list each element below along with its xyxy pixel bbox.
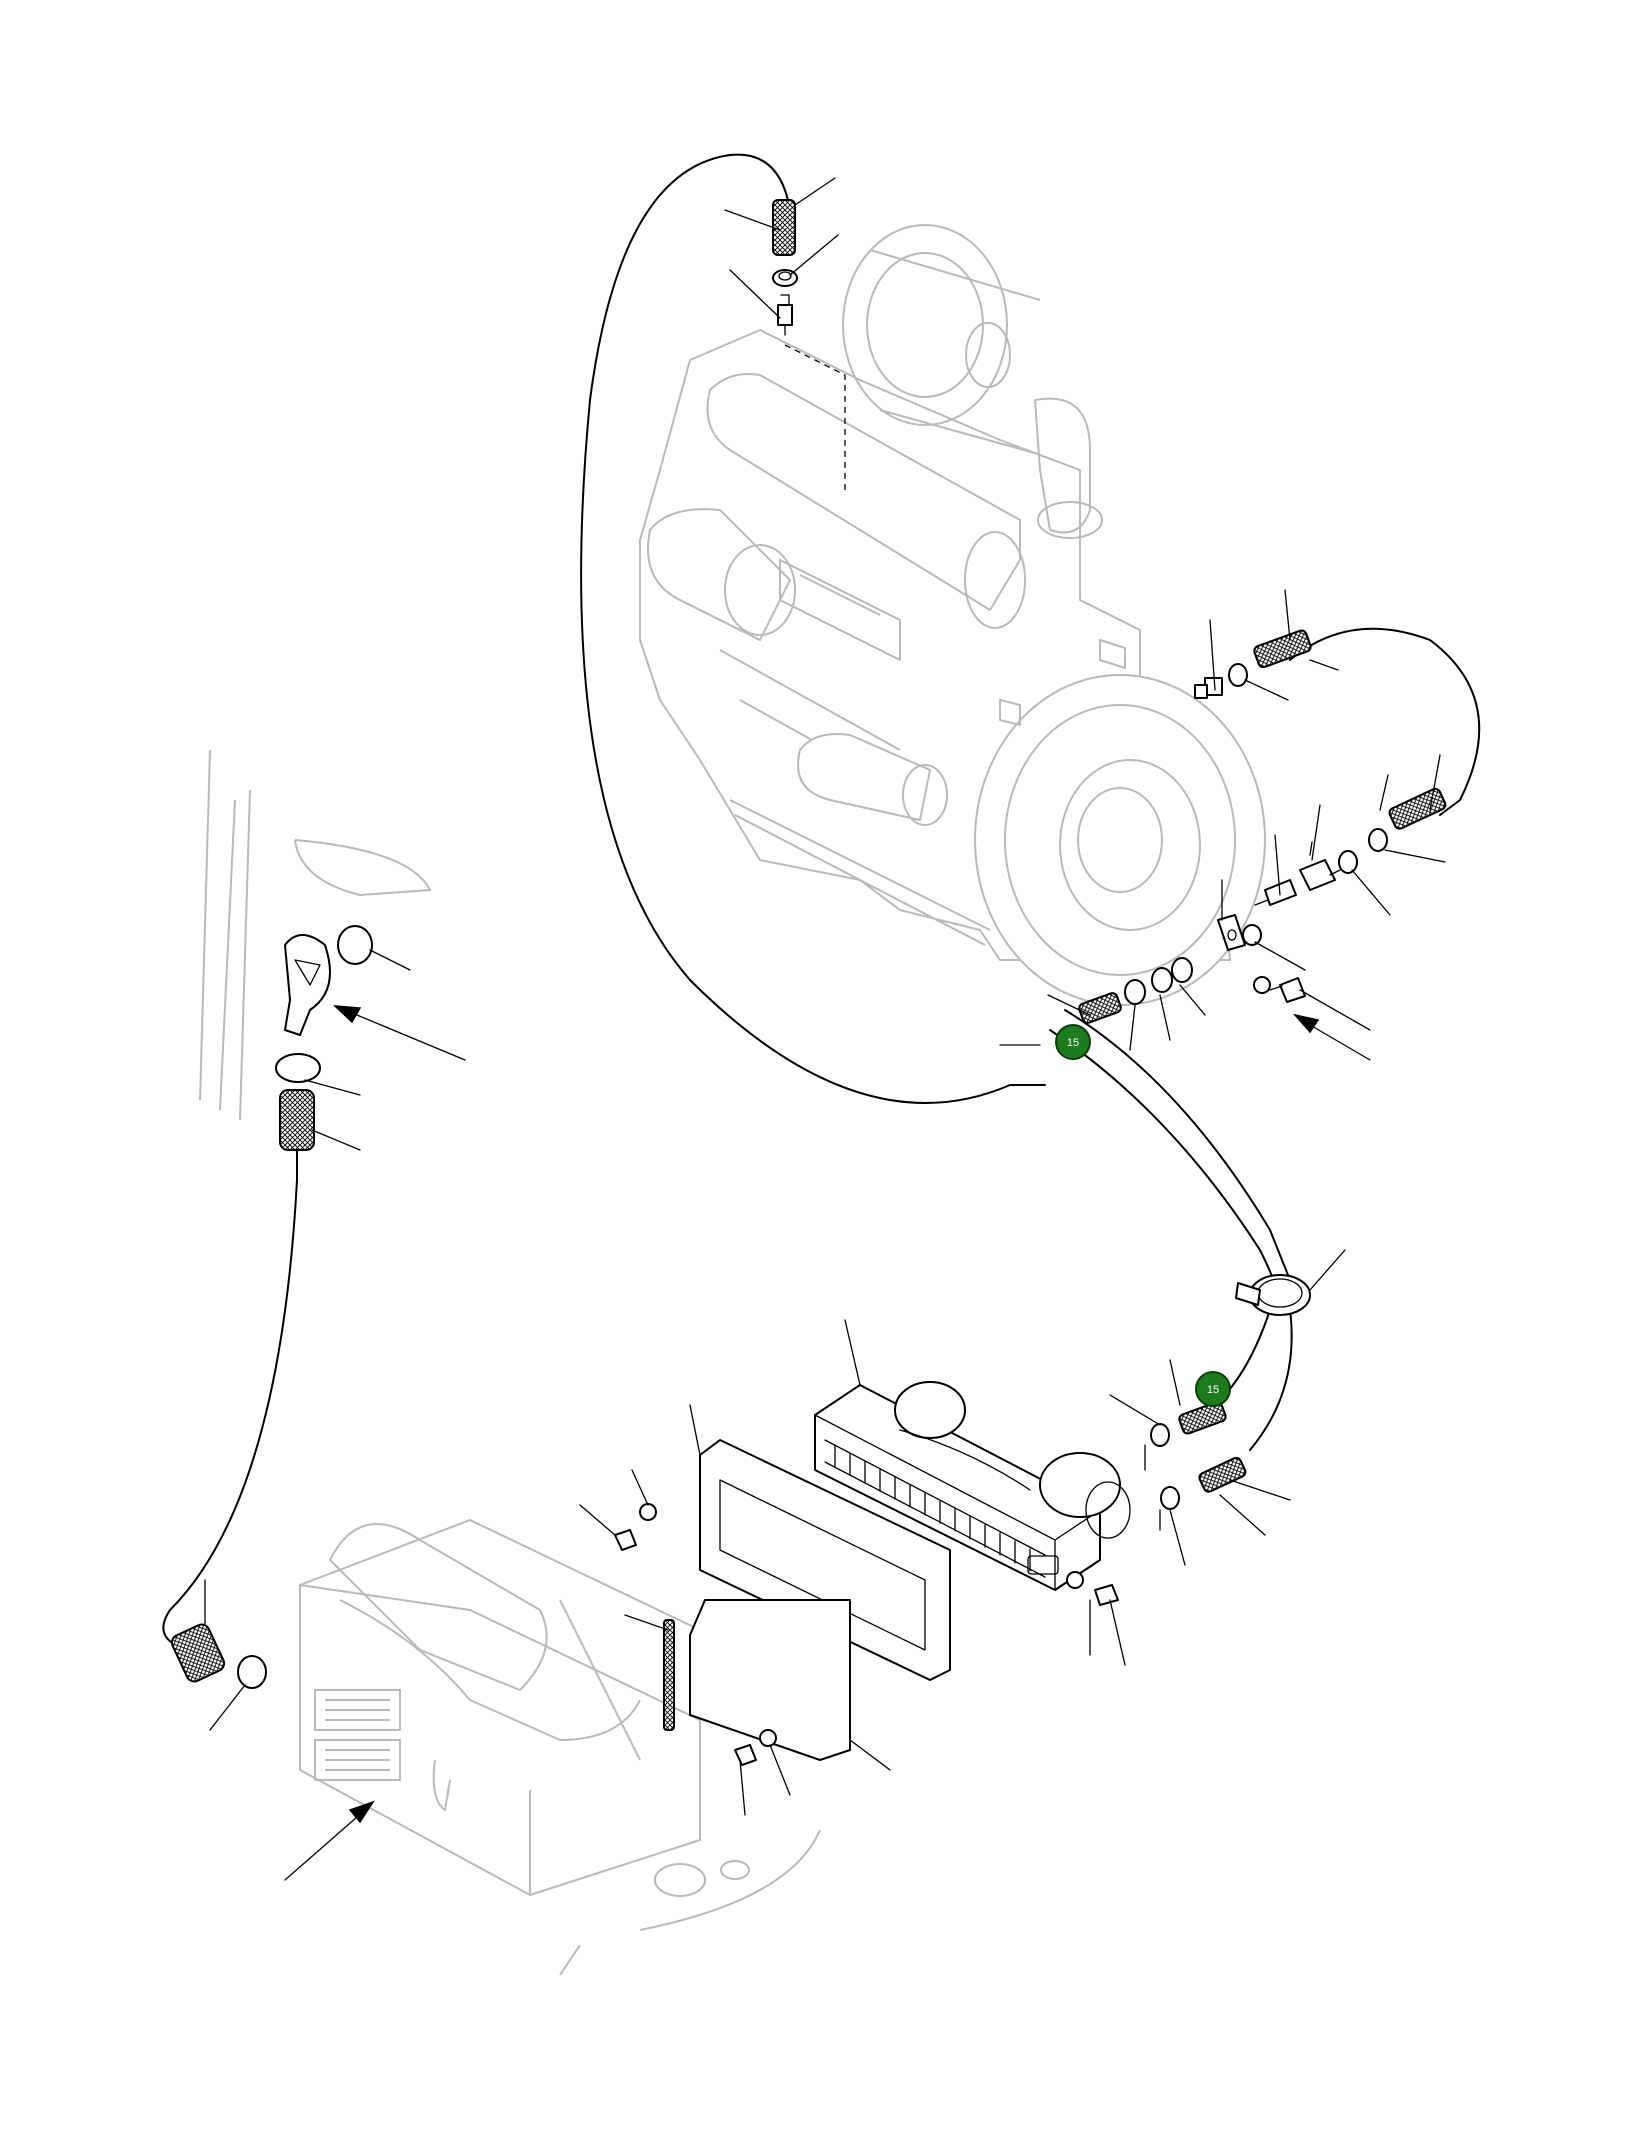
hose-end-heater-upper	[1178, 1401, 1227, 1435]
nut-a	[1171, 957, 1193, 983]
callout-label: 15	[1067, 1037, 1079, 1049]
clamp-heater-lower	[1160, 1486, 1180, 1510]
elbow-fitting	[1264, 879, 1297, 906]
bolt-head	[1279, 977, 1306, 1003]
callout-label: 15	[1207, 1384, 1219, 1396]
heater-unit	[814, 1381, 1131, 1591]
clamp-cab-lower	[237, 1655, 267, 1689]
clamp-c	[1124, 979, 1146, 1005]
engine-ghost-outline	[639, 224, 1266, 1006]
bracket	[1217, 914, 1246, 951]
heater-outlet-elbow	[284, 934, 331, 1036]
side-plate	[689, 1599, 851, 1761]
clamp-right-lower	[1368, 828, 1388, 852]
nipple-top	[777, 304, 793, 326]
callout-15-upper: 15	[1055, 1024, 1091, 1060]
callout-15-lower: 15	[1195, 1371, 1231, 1407]
clamp-heater-upper	[1150, 1423, 1170, 1447]
mounting-plates	[614, 1439, 1119, 1766]
clamp-cab-upper	[275, 1053, 321, 1083]
hose-end-right-lower	[1388, 787, 1447, 830]
clamp-right-upper	[1228, 663, 1248, 687]
direction-arrows	[284, 1005, 1371, 1881]
heater-fittings	[1144, 1401, 1247, 1531]
hose-end-right-upper	[1253, 629, 1312, 669]
cap	[337, 925, 373, 965]
valve-body	[1299, 859, 1336, 891]
washer-bracket	[1242, 924, 1262, 946]
top-fittings	[772, 199, 798, 336]
hose-end-cab-lower	[170, 1623, 226, 1683]
cab-ghost-outline	[199, 749, 821, 1976]
right-engine-fittings	[1078, 629, 1447, 1024]
washer-bolt	[1253, 976, 1271, 994]
nut-b	[1151, 967, 1173, 993]
cab-side-fittings	[170, 925, 373, 1689]
leader-lines	[204, 177, 1446, 1816]
seal-strip	[663, 1619, 675, 1731]
hoses	[162, 153, 1481, 1651]
hose-clamp	[1235, 1274, 1311, 1316]
hose-end-top	[772, 199, 796, 256]
hose-end-heater-lower	[1198, 1456, 1247, 1493]
filter-frame	[699, 1439, 951, 1681]
hose-end-cab-upper	[279, 1089, 315, 1151]
